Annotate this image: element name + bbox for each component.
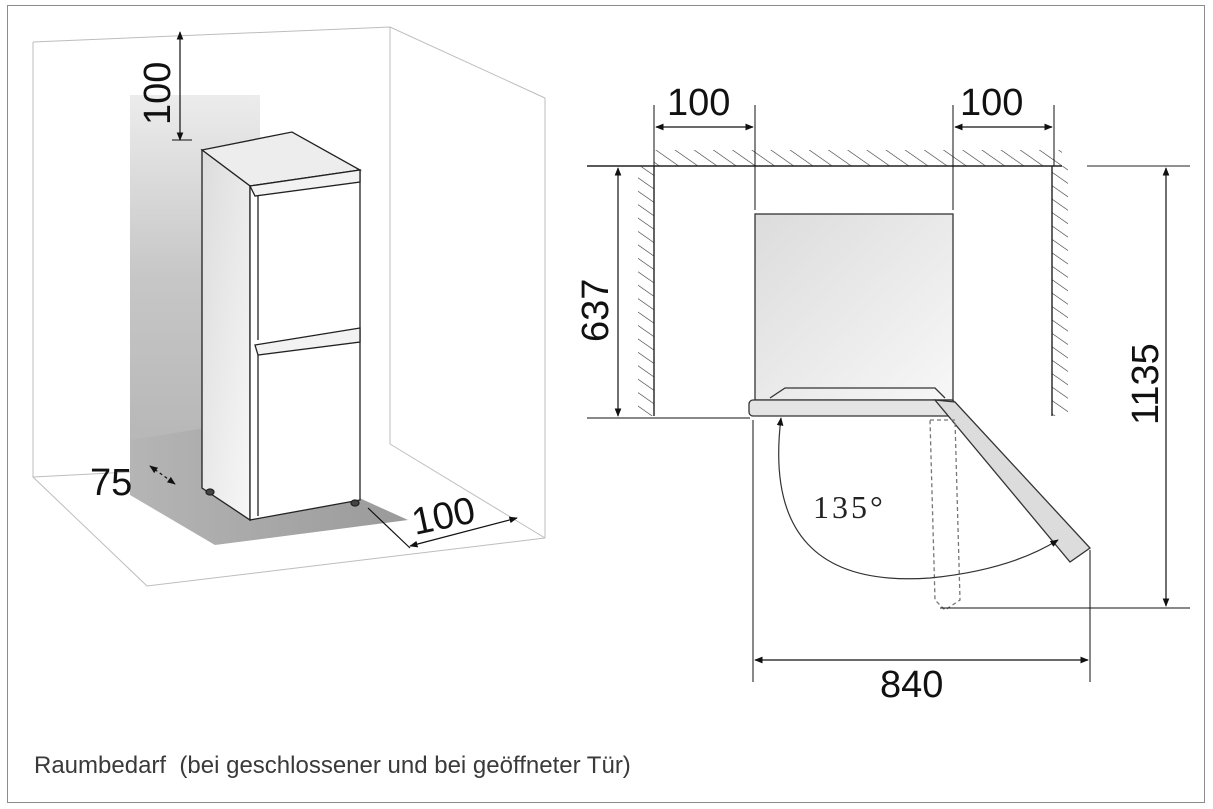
left-side-wall <box>638 166 655 416</box>
caption-text: Raumbedarf (bei geschlossener und bei ge… <box>34 752 631 779</box>
top-view: 100 100 637 1135 8 <box>575 82 1190 706</box>
back-wall <box>587 150 1190 167</box>
clearance-top-dim: 100 <box>137 31 192 141</box>
clearance-right-dim: 100 <box>952 82 1055 210</box>
perspective-view: 100 75 100 <box>32 26 546 587</box>
width-open-dim: 840 <box>752 420 1091 706</box>
fridge-perspective <box>200 131 362 522</box>
clearance-side-label: 100 <box>408 490 479 544</box>
depth-open-label: 1135 <box>1125 343 1167 425</box>
depth-closed-label: 637 <box>575 279 617 342</box>
width-open-label: 840 <box>880 664 943 706</box>
depth-open-dim: 1135 <box>940 167 1190 609</box>
clearance-left-label: 100 <box>667 82 730 124</box>
depth-closed-dim: 637 <box>575 167 750 419</box>
clearance-back-label: 75 <box>90 462 132 504</box>
right-side-wall <box>1051 166 1068 416</box>
clearance-left-dim: 100 <box>653 82 756 210</box>
clearance-right-label: 100 <box>960 82 1023 124</box>
door-swing-arc: 135° <box>776 417 1059 580</box>
door-angle-label: 135° <box>813 489 886 525</box>
room-outline <box>32 26 546 587</box>
clearance-top-label: 100 <box>137 62 179 125</box>
diagram-frame <box>7 5 1205 803</box>
clearance-back-dim: 75 <box>90 462 176 504</box>
